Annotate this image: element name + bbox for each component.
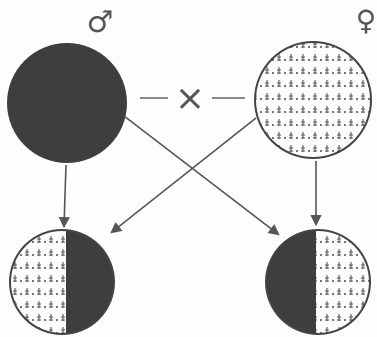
arrow-male-to-right-offspring: [123, 115, 280, 236]
female-symbol: ♀: [356, 4, 377, 37]
arrow-male-down: [58, 164, 70, 229]
offspring-right-circle: [265, 229, 371, 335]
male-parent-circle: [7, 43, 127, 163]
female-parent-circle: [254, 41, 372, 159]
arrow-female-to-left-offspring: [110, 117, 257, 234]
male-symbol: ♂: [87, 5, 114, 40]
cross-symbol: ×: [175, 78, 205, 119]
offspring-left-circle: [9, 229, 115, 335]
